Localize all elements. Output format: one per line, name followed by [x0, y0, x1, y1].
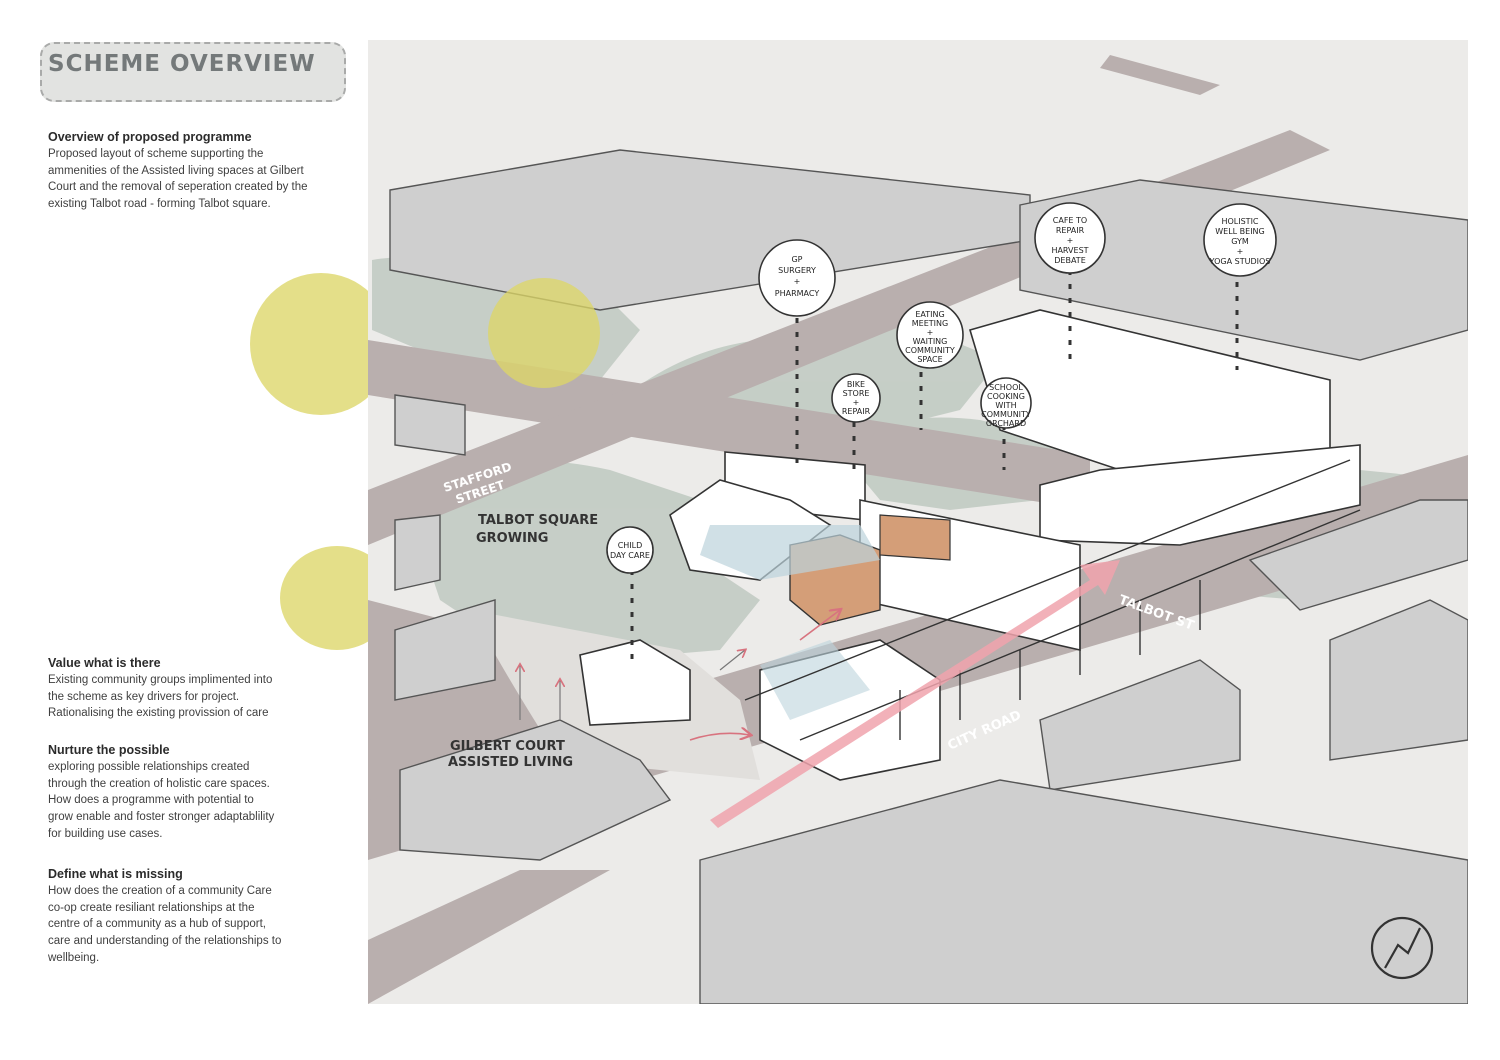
bubble-gp-line: SURGERY: [778, 266, 816, 275]
bubble-bike-line: BIKE: [847, 380, 865, 389]
define-line: centre of a community as a hub of suppor…: [48, 918, 266, 931]
nurture-line: through the creation of holistic care sp…: [48, 777, 270, 790]
bubble-bike-line: REPAIR: [842, 407, 871, 416]
bubble-cooking-line: SCHOOL: [989, 383, 1023, 392]
yellow-circle-2: [488, 278, 600, 388]
brick-building-2: [879, 514, 951, 561]
title-box: [40, 42, 346, 102]
define-heading: Define what is missing: [48, 867, 183, 881]
bubble-child-day-care: CHILD DAY CARE: [606, 526, 654, 574]
bubble-cooking-line: COMMUNITY: [981, 410, 1031, 419]
pedestrian-route-arrow: [710, 560, 1120, 828]
nurture-line: for building use cases.: [48, 827, 163, 840]
bubble-cafe-line: HARVEST: [1051, 246, 1088, 255]
bubble-holistic-line: HOLISTIC: [1221, 217, 1258, 226]
page-title: SCHEME OVERVIEW: [48, 51, 316, 77]
bubble-gp-line: +: [794, 277, 801, 286]
north-arrow-icon: [1370, 916, 1434, 980]
define-line: wellbeing.: [48, 951, 100, 964]
label-gilbert-court: GILBERT COURT: [450, 739, 565, 754]
define-line: co-op create resiliant relationships at …: [48, 901, 255, 914]
bubble-gp-line: GP: [791, 255, 802, 264]
colonnade: [744, 459, 1361, 741]
bubble-holistic-line: +: [1237, 247, 1244, 256]
bubble-cooking-line: COOKING: [987, 392, 1025, 401]
bubble-cafe-line: REPAIR: [1056, 226, 1085, 235]
bubble-eating-line: EATING: [915, 310, 944, 319]
bubble-cafe-line: CAFE TO: [1053, 216, 1087, 225]
bubble-cooking-line: ORCHARD: [986, 419, 1026, 428]
bubble-childcare-line: DAY CARE: [610, 551, 650, 560]
nurture-line: exploring possible relationships created: [48, 760, 250, 773]
bubble-cafe-repair: CAFE TO REPAIR + HARVEST DEBATE: [1034, 202, 1106, 274]
bubbles: GP SURGERY + PHARMACY EATING MEETING + W…: [606, 202, 1277, 574]
bubble-holistic-line: GYM: [1231, 237, 1249, 246]
nurture-line: grow enable and foster stronger adaptabl…: [48, 811, 275, 824]
overview-line: existing Talbot road - forming Talbot sq…: [48, 198, 271, 211]
glass-canopy-2: [760, 640, 870, 720]
overview-line: Proposed layout of scheme supporting the: [48, 147, 264, 160]
overview-line: ammenities of the Assisted living spaces…: [48, 164, 304, 177]
movement-arrows: [520, 650, 745, 720]
overview-section: Overview of proposed programme Proposed …: [48, 129, 348, 213]
bubble-cafe-line: DEBATE: [1054, 256, 1086, 265]
define-section: Define what is missing How does the crea…: [48, 866, 348, 967]
bubble-gp-line: PHARMACY: [775, 289, 820, 298]
bubble-eating-line: COMMUNITY: [905, 346, 955, 355]
value-line: the scheme as key drivers for project.: [48, 690, 240, 703]
bubble-eating-meeting: EATING MEETING + WAITING COMMUNITY SPACE: [896, 301, 964, 369]
value-section: Value what is there Existing community g…: [48, 655, 348, 722]
bubble-holistic-wellbeing: HOLISTIC WELL BEING GYM + YOGA STUDIOS: [1203, 203, 1277, 277]
bubble-bike-store: BIKE STORE + REPAIR: [831, 373, 881, 423]
define-line: How does the creation of a community Car…: [48, 884, 272, 897]
leader-lines: [630, 268, 1239, 665]
value-heading: Value what is there: [48, 656, 161, 670]
glass-canopy: [700, 525, 880, 580]
nurture-line: How does a programme with potential to: [48, 794, 254, 807]
overview-heading: Overview of proposed programme: [48, 130, 252, 144]
connection-arrows: [689, 610, 840, 740]
overview-line: Court and the removal of seperation crea…: [48, 181, 308, 194]
nurture-heading: Nurture the possible: [48, 743, 170, 757]
define-line: care and understanding of the relationsh…: [48, 935, 282, 948]
bubble-holistic-line: WELL BEING: [1215, 227, 1265, 236]
bubble-bike-line: STORE: [843, 389, 870, 398]
bubble-gp-surgery: GP SURGERY + PHARMACY: [758, 239, 836, 317]
bubble-eating-line: SPACE: [917, 355, 942, 364]
bubble-bike-line: +: [853, 398, 860, 407]
bubble-cooking-line: WITH: [995, 401, 1016, 410]
bubble-cafe-line: +: [1067, 236, 1074, 245]
label-talbot-square: GROWING: [476, 531, 548, 546]
bubble-eating-line: WAITING: [913, 337, 948, 346]
bubble-eating-line: MEETING: [912, 319, 948, 328]
nurture-section: Nurture the possible exploring possible …: [48, 742, 348, 843]
bubble-holistic-line: YOGA STUDIOS: [1209, 257, 1271, 266]
surrounding-buildings: [389, 149, 1468, 1004]
label-talbot-square: TALBOT SQUARE: [478, 513, 598, 528]
value-line: Rationalising the existing provission of…: [48, 707, 269, 720]
bubble-eating-line: +: [927, 328, 934, 337]
bubble-childcare-line: CHILD: [618, 541, 643, 550]
label-gilbert-court: ASSISTED LIVING: [448, 755, 573, 770]
bubble-school-cooking: SCHOOL COOKING WITH COMMUNITY ORCHARD: [980, 377, 1032, 429]
value-line: Existing community groups implimented in…: [48, 673, 273, 686]
